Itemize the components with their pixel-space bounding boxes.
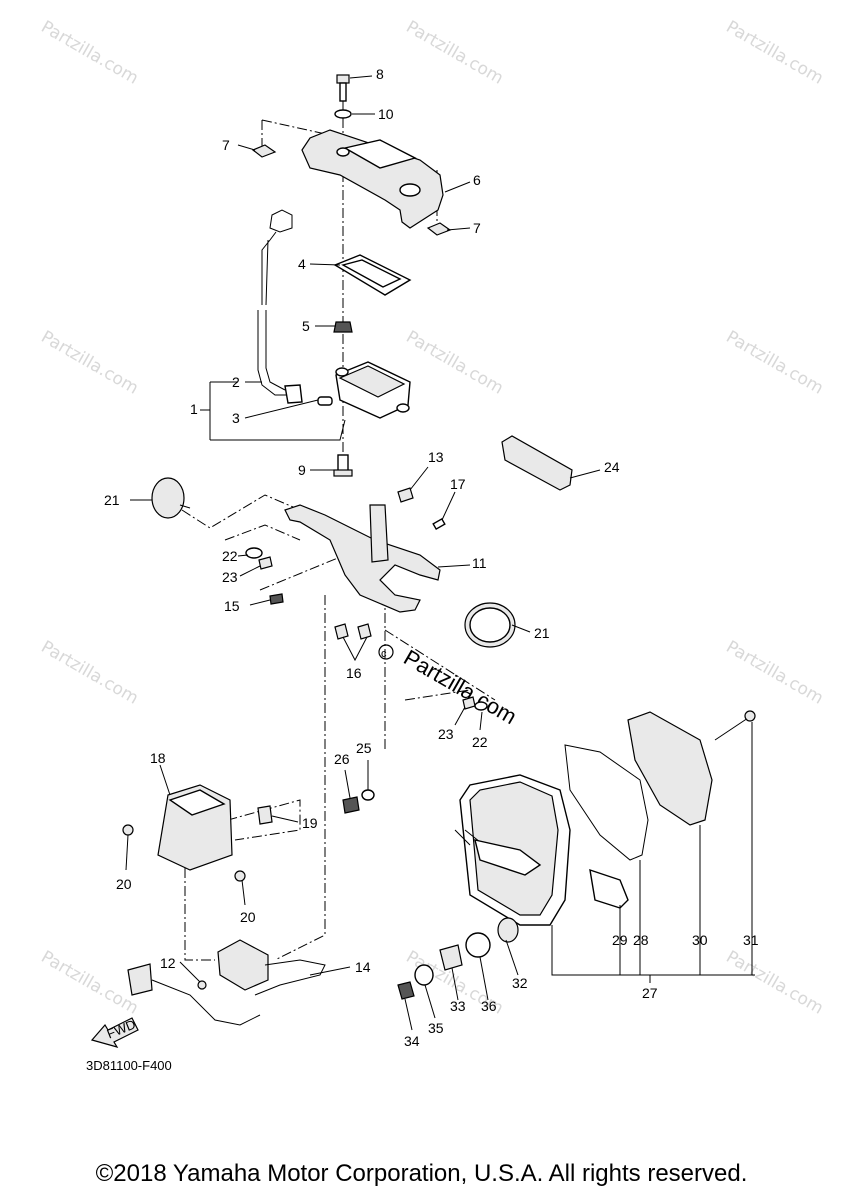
- callout-15: 15: [224, 598, 240, 614]
- callout-18: 18: [150, 750, 166, 766]
- watermark-layer: Partzilla.com Partzilla.com Partzilla.co…: [38, 17, 827, 1019]
- callout-3: 3: [232, 410, 240, 426]
- watermark: Partzilla.com: [723, 327, 827, 399]
- callout-25: 25: [356, 740, 372, 756]
- callout-6: 6: [473, 172, 481, 188]
- parts-diagram: Partzilla.com Partzilla.com Partzilla.co…: [38, 17, 827, 1073]
- watermark: Partzilla.com: [38, 947, 142, 1019]
- watermark: Partzilla.com: [38, 17, 142, 89]
- watermark-center: Partzilla.com: [400, 645, 522, 730]
- callout-32: 32: [512, 975, 528, 991]
- callout-26: 26: [334, 751, 350, 767]
- callout-8: 8: [376, 66, 384, 82]
- callout-7b: 7: [473, 220, 481, 236]
- callout-30: 30: [692, 932, 708, 948]
- watermark: Partzilla.com: [723, 947, 827, 1019]
- callout-28: 28: [633, 932, 649, 948]
- callout-14: 14: [355, 959, 371, 975]
- watermark: Partzilla.com: [723, 17, 827, 89]
- callout-13: 12: [160, 955, 176, 971]
- drawing-code: 3D81100-F400: [86, 1058, 172, 1073]
- callout-2: 2: [232, 374, 240, 390]
- leader-lines: [125, 75, 755, 1031]
- callout-23: 23: [222, 569, 238, 585]
- watermark: Partzilla.com: [38, 637, 142, 709]
- svg-text:c: c: [381, 648, 387, 660]
- callout-22: 22: [222, 548, 238, 564]
- callout-9: 9: [298, 462, 306, 478]
- callout-17: 17: [450, 476, 466, 492]
- callout-36: 36: [481, 998, 497, 1014]
- callout-labels: 8 10 7 6 7 4 5 2 1 3 9 13 24 17 21 22 11…: [104, 66, 759, 1049]
- callout-27: 27: [642, 985, 658, 1001]
- callout-4: 4: [298, 256, 306, 272]
- callout-20b: 20: [240, 909, 256, 925]
- callout-21b: 21: [534, 625, 550, 641]
- callout-24: 24: [604, 459, 620, 475]
- callout-5: 5: [302, 318, 310, 334]
- callout-10: 10: [378, 106, 394, 122]
- callout-12: 13: [428, 449, 444, 465]
- watermark: Partzilla.com: [403, 327, 507, 399]
- callout-23b: 23: [438, 726, 454, 742]
- callout-7: 7: [222, 137, 230, 153]
- callout-34: 34: [404, 1033, 420, 1049]
- callout-16: 16: [346, 665, 362, 681]
- watermark: Partzilla.com: [723, 637, 827, 709]
- callout-33: 33: [450, 998, 466, 1014]
- callout-22b: 22: [472, 734, 488, 750]
- callout-31: 31: [743, 932, 759, 948]
- callout-35: 35: [428, 1020, 444, 1036]
- callout-21: 21: [104, 492, 120, 508]
- callout-19: 19: [302, 815, 318, 831]
- callout-1: 1: [190, 401, 198, 417]
- callout-11: 11: [472, 555, 487, 571]
- parts: [90, 74, 756, 1048]
- callout-20: 20: [116, 876, 132, 892]
- watermark: Partzilla.com: [403, 17, 507, 89]
- copyright-notice: ©2018 Yamaha Motor Corporation, U.S.A. A…: [95, 1160, 748, 1187]
- callout-29: 29: [612, 932, 628, 948]
- watermark: Partzilla.com: [38, 327, 142, 399]
